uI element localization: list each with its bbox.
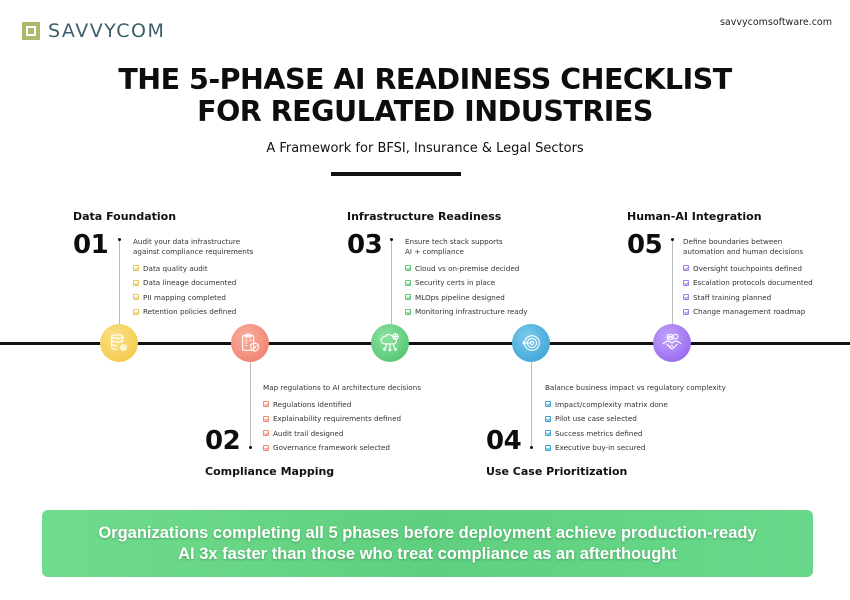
checklist-item: Impact/complexity matrix done bbox=[545, 397, 668, 412]
phase-description: Define boundaries between automation and… bbox=[683, 237, 804, 256]
phase-stem bbox=[391, 240, 392, 325]
phase-title: Compliance Mapping bbox=[205, 465, 335, 478]
checkbox-icon bbox=[263, 415, 269, 422]
page-title: THE 5-PHASE AI READINESS CHECKLIST FOR R… bbox=[0, 64, 850, 128]
phase-dot bbox=[530, 446, 533, 449]
site-url: savvycomsoftware.com bbox=[719, 17, 832, 28]
phase-dot bbox=[390, 238, 393, 241]
checkbox-icon bbox=[133, 294, 139, 301]
phase-checklist: Cloud vs on-premise decided Security cer… bbox=[405, 261, 528, 319]
checkbox-icon bbox=[545, 444, 551, 451]
checklist-item: Pilot use case selected bbox=[545, 412, 668, 427]
checkbox-icon bbox=[133, 279, 139, 286]
checkbox-icon bbox=[683, 265, 689, 272]
checkbox-icon bbox=[683, 294, 689, 301]
phase-dot bbox=[671, 238, 674, 241]
title-divider bbox=[331, 172, 461, 176]
phase-number: 01 bbox=[73, 230, 109, 260]
checklist-item: Success metrics defined bbox=[545, 426, 668, 441]
robot-handshake-icon bbox=[653, 324, 691, 362]
checklist-item: Staff training planned bbox=[683, 290, 813, 305]
checkbox-icon bbox=[405, 265, 411, 272]
clipboard-shield-icon bbox=[231, 324, 269, 362]
checkbox-icon bbox=[545, 415, 551, 422]
checklist-item: PII mapping completed bbox=[133, 290, 236, 305]
checkbox-icon bbox=[263, 401, 269, 408]
checkbox-icon bbox=[263, 444, 269, 451]
checkbox-icon bbox=[263, 430, 269, 437]
phase-title: Data Foundation bbox=[73, 210, 177, 223]
checkbox-icon bbox=[405, 294, 411, 301]
phase-number: 05 bbox=[627, 230, 663, 260]
checkbox-icon bbox=[545, 430, 551, 437]
checklist-item: Oversight touchpoints defined bbox=[683, 261, 813, 276]
logo-text: SAVVYCOM bbox=[48, 20, 166, 42]
phase-dot bbox=[118, 238, 121, 241]
phase-description: Balance business impact vs regulatory co… bbox=[545, 383, 726, 392]
phase-title: Human-AI Integration bbox=[627, 210, 762, 223]
phase-number: 03 bbox=[347, 230, 383, 260]
phase-title: Use Case Prioritization bbox=[486, 465, 628, 478]
checklist-item: Change management roadmap bbox=[683, 305, 813, 320]
checklist-item: MLOps pipeline designed bbox=[405, 290, 528, 305]
logo-mark-icon bbox=[22, 22, 40, 40]
checklist-item: Explainability requirements defined bbox=[263, 412, 401, 427]
target-icon bbox=[512, 324, 550, 362]
checkbox-icon bbox=[133, 265, 139, 272]
checklist-item: Regulations identified bbox=[263, 397, 401, 412]
checklist-item: Escalation protocols documented bbox=[683, 276, 813, 291]
key-insight-banner: Organizations completing all 5 phases be… bbox=[42, 510, 813, 577]
cloud-network-icon bbox=[371, 324, 409, 362]
checkbox-icon bbox=[545, 401, 551, 408]
banner-text: Organizations completing all 5 phases be… bbox=[98, 523, 757, 563]
checklist-item: Data lineage documented bbox=[133, 276, 236, 291]
checkbox-icon bbox=[683, 279, 689, 286]
phase-stem bbox=[672, 240, 673, 325]
checklist-item: Governance framework selected bbox=[263, 441, 401, 456]
page-subtitle: A Framework for BFSI, Insurance & Legal … bbox=[266, 141, 584, 156]
checklist-item: Monitoring infrastructure ready bbox=[405, 305, 528, 320]
phase-stem bbox=[250, 362, 251, 446]
phase-checklist: Regulations identified Explainability re… bbox=[263, 397, 401, 455]
phase-stem bbox=[119, 240, 120, 325]
phase-checklist: Oversight touchpoints defined Escalation… bbox=[683, 261, 813, 319]
phase-checklist: Data quality audit Data lineage document… bbox=[133, 261, 236, 319]
checklist-item: Audit trail designed bbox=[263, 426, 401, 441]
checklist-item: Executive buy-in secured bbox=[545, 441, 668, 456]
phase-checklist: Impact/complexity matrix done Pilot use … bbox=[545, 397, 668, 455]
phase-stem bbox=[531, 362, 532, 446]
phase-description: Map regulations to AI architecture decis… bbox=[263, 383, 421, 392]
checklist-item: Cloud vs on-premise decided bbox=[405, 261, 528, 276]
checkbox-icon bbox=[405, 279, 411, 286]
checklist-item: Retention policies defined bbox=[133, 305, 236, 320]
phase-dot bbox=[249, 446, 252, 449]
checklist-item: Security certs in place bbox=[405, 276, 528, 291]
savvycom-logo: SAVVYCOM bbox=[22, 20, 165, 42]
phase-description: Ensure tech stack supports AI + complian… bbox=[405, 237, 503, 256]
phase-number: 02 bbox=[205, 426, 241, 456]
checkbox-icon bbox=[405, 308, 411, 315]
title-line-1: THE 5-PHASE AI READINESS CHECKLIST bbox=[118, 63, 732, 96]
phase-title: Infrastructure Readiness bbox=[347, 210, 502, 223]
checklist-item: Data quality audit bbox=[133, 261, 236, 276]
title-line-2: FOR REGULATED INDUSTRIES bbox=[197, 95, 653, 128]
checkbox-icon bbox=[133, 308, 139, 315]
database-gear-icon bbox=[100, 324, 138, 362]
phase-description: Audit your data infrastructure against c… bbox=[133, 237, 254, 256]
checkbox-icon bbox=[683, 308, 689, 315]
phase-number: 04 bbox=[486, 426, 522, 456]
timeline-line bbox=[0, 342, 850, 345]
